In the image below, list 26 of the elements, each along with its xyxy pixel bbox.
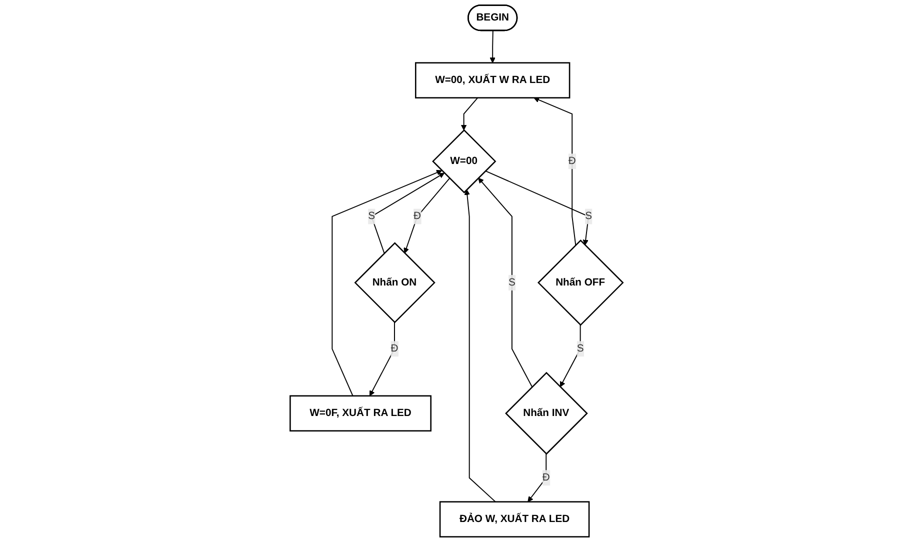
node-box: ĐẢO W, XUẤT RA LED (439, 501, 590, 538)
arrow (560, 324, 581, 388)
edge-label: Đ (390, 343, 398, 354)
arrow (464, 189, 496, 502)
arrow (404, 178, 450, 254)
edge-label: Đ (542, 472, 550, 484)
edge-label: S (576, 343, 584, 354)
node-diamond: Nhấn INV (505, 372, 588, 455)
edge-label: Đ (414, 210, 422, 222)
edge-label: S (368, 210, 375, 222)
arrow (369, 322, 395, 396)
arrow (528, 453, 547, 502)
arrow (478, 178, 533, 388)
edge-label: S (508, 276, 516, 288)
edge-label: Đ (568, 156, 576, 167)
edge-label: S (585, 210, 592, 222)
node-diamond: Nhấn OFF (537, 240, 624, 326)
arrow (490, 30, 496, 64)
arrow (332, 170, 442, 396)
node-diamond: Nhấn ON (354, 242, 436, 324)
arrow (534, 97, 576, 246)
node-box: W=0F, XUẤT RA LED (290, 395, 432, 432)
node-diamond: W=00 (432, 129, 496, 194)
arrow (484, 170, 590, 246)
node-box: W=00, XUẤT W RA LED (414, 62, 570, 98)
arrow (460, 97, 478, 130)
